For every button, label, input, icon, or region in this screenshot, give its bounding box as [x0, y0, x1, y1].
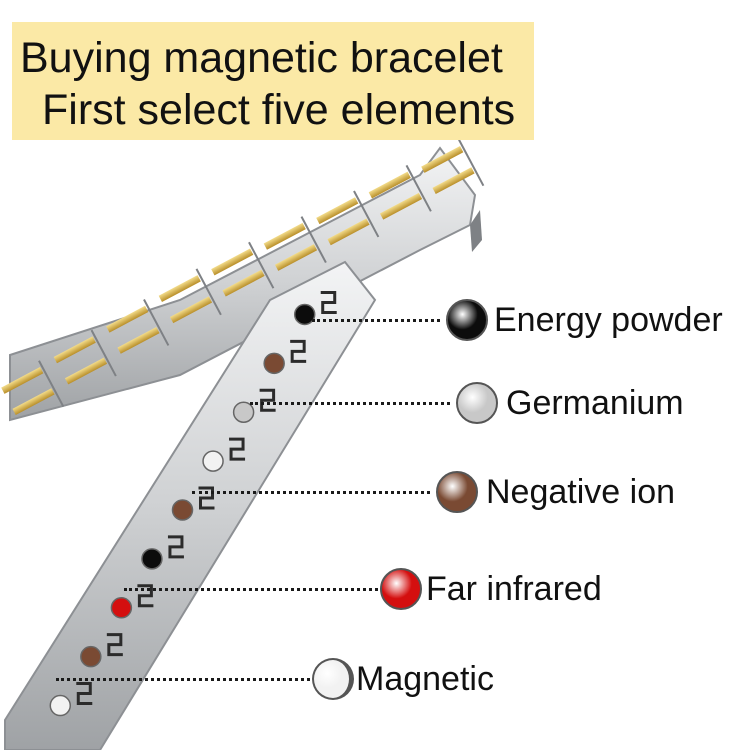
legend-label-negative-ion: Negative ion: [486, 473, 676, 511]
bracelet-link: [53, 329, 117, 385]
bracelet-link-groove: [259, 388, 276, 412]
bracelet-link: [421, 139, 485, 195]
bracelet-link-groove: [320, 290, 337, 314]
leader-line: [56, 678, 310, 681]
bracelet-link-groove: [76, 682, 93, 706]
bracelet-link-groove: [106, 633, 123, 657]
magnetic-swatch-icon: [312, 658, 354, 700]
leader-line: [250, 402, 450, 405]
far-infrared-swatch-icon: [380, 568, 422, 610]
germanium-swatch-icon: [456, 382, 498, 424]
bracelet-link-groove: [290, 339, 307, 363]
legend-label-energy-powder: Energy powder: [494, 301, 723, 339]
bracelet-stone: [202, 450, 224, 472]
legend-negative-ion: Negative ion: [0, 467, 750, 517]
bracelet-stone: [232, 401, 255, 423]
legend-label-far-infrared: Far infrared: [426, 570, 602, 608]
bracelet-link-groove: [229, 437, 246, 461]
bracelet-link: [106, 299, 170, 354]
title-line-2: First select five elements: [42, 86, 516, 134]
negative-ion-swatch-icon: [436, 471, 478, 513]
lower-band-links: [76, 290, 337, 706]
title-line-1: Buying magnetic bracelet: [20, 34, 503, 82]
legend-far-infrared: Far infrared: [0, 564, 750, 614]
bracelet-link-groove: [167, 535, 184, 559]
bracelet-link: [1, 360, 65, 416]
legend-energy-powder: Energy powder: [0, 295, 750, 345]
leader-line: [312, 319, 440, 322]
bracelet-stone: [80, 645, 102, 668]
bracelet-link: [158, 268, 222, 324]
bracelet-stone: [293, 303, 316, 326]
title-banner: Buying magnetic bracelet First select fi…: [12, 22, 534, 140]
bracelet-stone: [141, 548, 163, 570]
bracelet-link: [316, 190, 380, 246]
bracelet-stone: [110, 597, 133, 619]
bracelet-stones: [49, 303, 316, 717]
energy-powder-swatch-icon: [446, 299, 488, 341]
leader-line: [124, 588, 378, 591]
bracelet-link: [211, 241, 275, 297]
upper-band-links: [1, 139, 485, 416]
bracelet-stone: [171, 499, 194, 521]
bracelet-link-groove: [198, 486, 215, 510]
bracelet-stone: [49, 694, 72, 717]
legend-magnetic: Magnetic: [0, 654, 750, 704]
legend-label-germanium: Germanium: [506, 384, 684, 422]
bracelet-link: [263, 216, 327, 271]
legend-germanium: Germanium: [0, 378, 750, 428]
bracelet-link: [368, 164, 432, 220]
legend-label-magnetic: Magnetic: [356, 660, 494, 698]
bracelet-link-groove: [137, 584, 154, 608]
bracelet-stone: [263, 352, 285, 375]
leader-line: [192, 491, 430, 494]
